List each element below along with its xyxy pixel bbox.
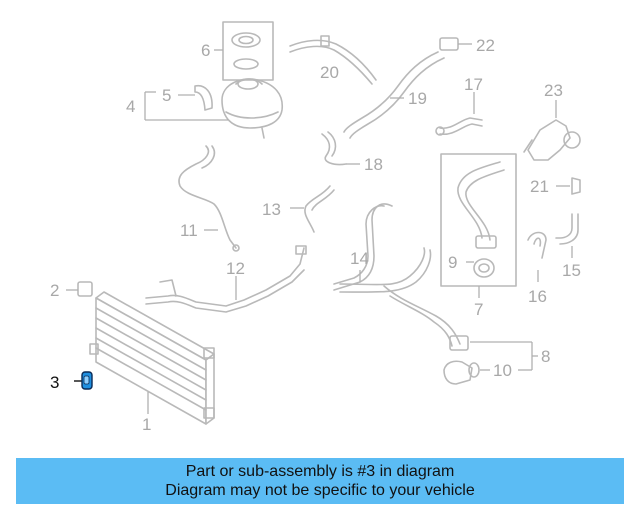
callout-8: 8 [541,347,550,366]
part-1-radiator [89,291,215,425]
part-6-cap-box [214,21,274,81]
part-13-hose [290,185,335,233]
callout-2: 2 [50,281,59,300]
callout-4: 4 [126,97,135,116]
callout-23: 23 [544,81,563,100]
callout-15: 15 [562,261,581,280]
callout-13: 13 [262,200,281,219]
part-2-bracket [66,281,93,297]
callout-19: 19 [408,89,427,108]
callout-11: 11 [180,221,198,240]
banner-line-1: Part or sub-assembly is #3 in diagram [185,463,455,480]
banner-line-2: Diagram may not be specific to your vehi… [165,482,475,499]
callout-3[interactable]: 3 [50,373,59,392]
part-12-pipe [145,245,307,313]
part-22-connector [439,37,472,51]
part-17-fitting [435,92,483,136]
callout-6: 6 [201,41,210,60]
info-banner: Part or sub-assembly is #3 in diagram Di… [16,458,624,504]
part-19-hose [343,51,445,139]
callout-22: 22 [476,36,495,55]
callout-10: 10 [493,361,512,380]
part-20-hose [289,35,377,85]
callout-14: 14 [350,249,369,268]
part-3-drain-plug[interactable] [74,371,93,390]
part-16-hose [527,231,547,282]
parts-diagram: 1 2 3 4 5 6 7 8 9 10 11 12 13 14 15 16 1… [50,21,581,434]
callout-9: 9 [448,253,457,272]
part-18-pipe [321,131,360,166]
callout-21: 21 [530,177,549,196]
part-23-housing [523,100,581,161]
callout-16: 16 [528,287,547,306]
part-11-pipe [178,145,240,252]
part-10-fitting [443,335,538,385]
callout-1: 1 [142,415,151,434]
callout-18: 18 [364,155,383,174]
callout-17: 17 [464,75,483,94]
part-21-connector [556,177,581,195]
part-4-expansion-tank [144,78,283,139]
part-15-hose [555,213,579,258]
callout-12: 12 [226,259,245,278]
callout-20: 20 [320,63,339,82]
callout-7: 7 [474,300,483,319]
part-7-hose-box [440,153,517,298]
callout-5: 5 [162,86,171,105]
